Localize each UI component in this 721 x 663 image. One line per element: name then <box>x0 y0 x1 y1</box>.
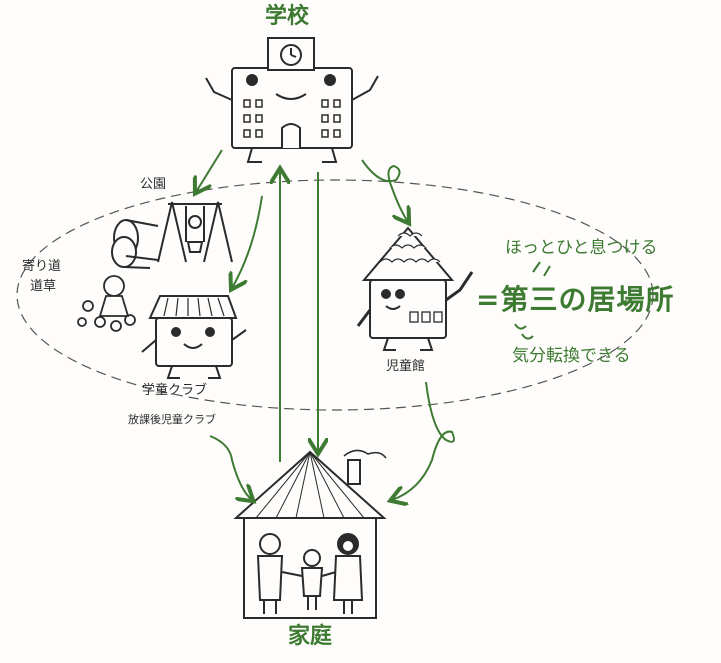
after-school-club-label: 放課後児童クラブ <box>128 413 216 426</box>
school-label: 学校 <box>265 4 310 29</box>
arrow-school-to-gakudo <box>232 195 263 288</box>
childrens-hall-label: 児童館 <box>386 359 426 374</box>
childrens-hall-building-icon <box>356 226 474 351</box>
detour-label-2: 道草 <box>30 279 57 294</box>
arrow-childrens-hall-to-home <box>392 381 455 500</box>
arrow-gakudo-to-home <box>209 435 252 500</box>
relax-label: ほっとひと息つける <box>505 238 658 258</box>
flow-arrows <box>196 149 455 500</box>
gakudo-club-building-icon <box>141 295 247 379</box>
park-playground-icon <box>111 201 233 269</box>
school-building-icon <box>205 37 379 163</box>
third-place-label: =第三の居場所 <box>476 283 675 316</box>
home-house-icon <box>233 449 387 619</box>
community-ellipse <box>16 179 654 411</box>
park-label: 公園 <box>140 177 167 192</box>
emphasis-marks <box>514 261 551 340</box>
arrow-school-to-park <box>196 149 223 192</box>
gakudo-club-label: 学童クラブ <box>142 383 208 398</box>
refresh-label: 気分転換できる <box>512 346 631 366</box>
arrow-school-to-childrens-hall <box>361 159 408 222</box>
child-with-flowers-icon <box>77 275 136 332</box>
detour-label-1: 寄り道 <box>22 259 62 274</box>
home-label: 家庭 <box>288 624 333 649</box>
